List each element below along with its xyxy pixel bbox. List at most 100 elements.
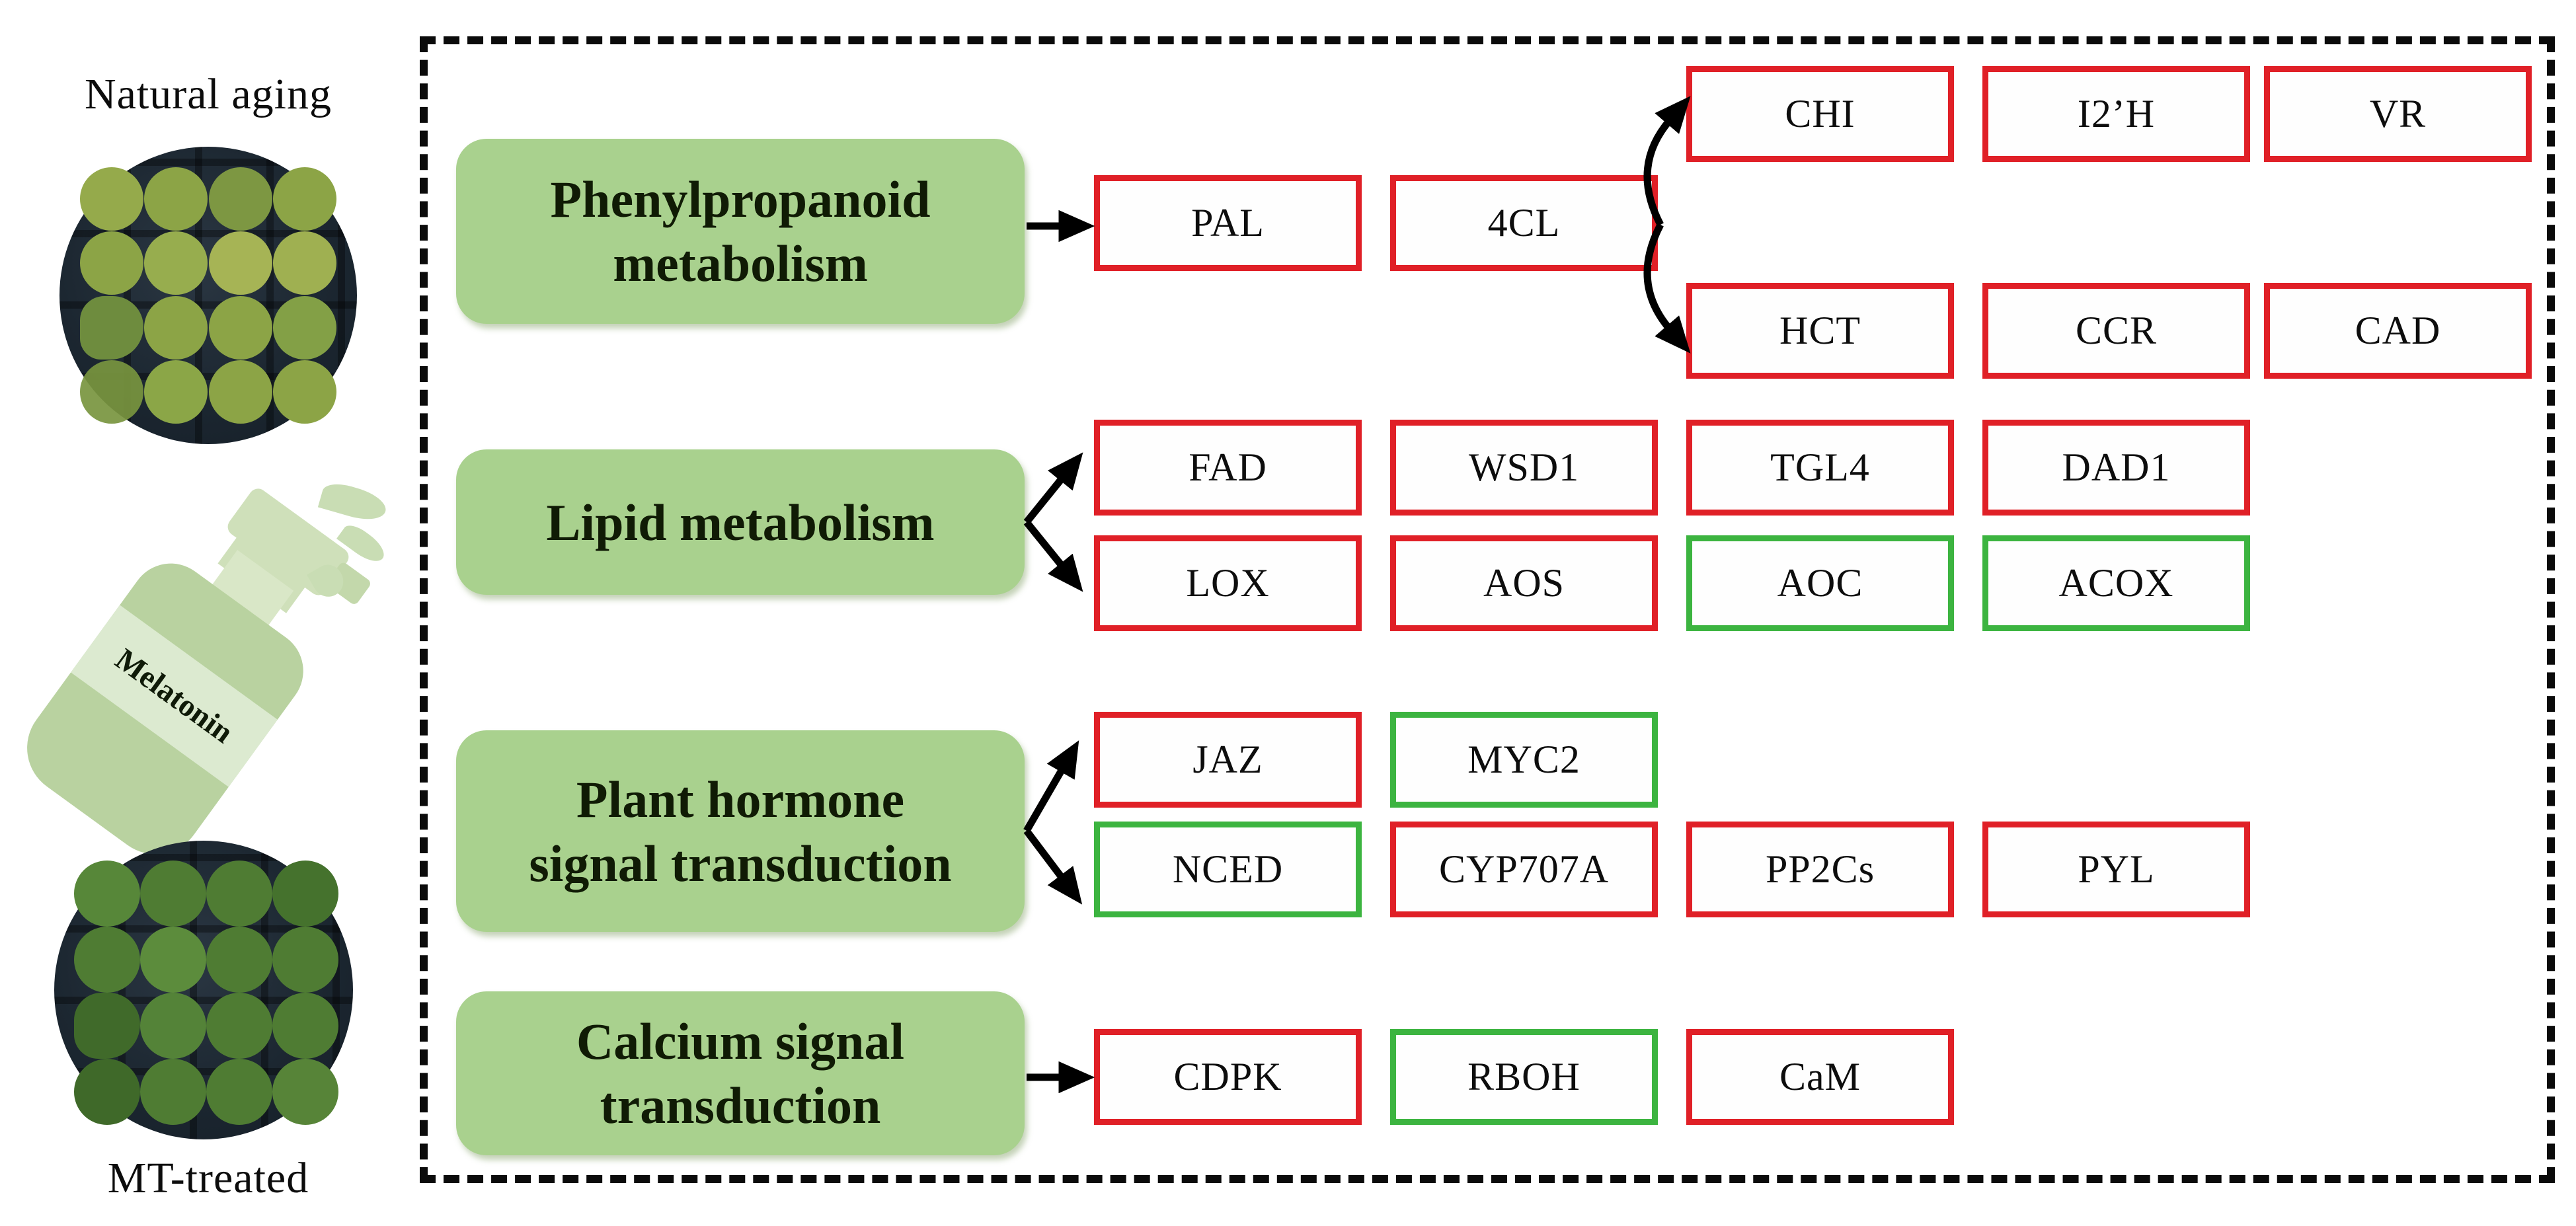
gene-box-4cl: 4CL [1390, 175, 1658, 271]
gene-label: VR [2369, 92, 2427, 135]
seed-disc [144, 360, 208, 424]
gene-label: DAD1 [2062, 445, 2171, 489]
seed-disc [206, 927, 272, 993]
gene-label: JAZ [1192, 738, 1263, 781]
gene-box-rboh: RBOH [1390, 1029, 1658, 1125]
gene-label: NCED [1172, 847, 1284, 891]
gene-label: WSD1 [1468, 445, 1580, 489]
gene-box-cad: CAD [2264, 283, 2532, 379]
gene-box-jaz: JAZ [1094, 712, 1362, 808]
seed-disc [272, 927, 338, 993]
seed-disc [144, 231, 208, 295]
petri-dish-mt-treated [54, 841, 353, 1139]
category-title-line: Plant hormone [576, 770, 905, 828]
seed-disc [272, 861, 338, 927]
gene-label: CYP707A [1438, 847, 1610, 891]
seed-disc [140, 861, 206, 927]
gene-box-aoc: AOC [1686, 535, 1954, 631]
gene-box-dad1: DAD1 [1982, 420, 2250, 516]
dashed-frame [420, 36, 2555, 1183]
category-title-line: transduction [600, 1077, 881, 1134]
natural-aging-label: Natural aging [84, 70, 332, 118]
category-title-line: Lipid metabolism [546, 493, 935, 551]
seed-disc [74, 861, 140, 927]
seed-disc [272, 993, 338, 1059]
seed-disc [74, 1059, 140, 1125]
seed-disc [206, 1059, 272, 1125]
gene-box-pp2cs: PP2Cs [1686, 822, 1954, 917]
gene-label: I2’H [2077, 92, 2156, 135]
gene-box-myc2: MYC2 [1390, 712, 1658, 808]
seed-disc [273, 167, 337, 231]
category-title-line: signal transduction [529, 834, 952, 892]
gene-box-pyl: PYL [1982, 822, 2250, 917]
seed-disc [140, 927, 206, 993]
seed-disc [79, 360, 143, 424]
seed-disc [208, 167, 272, 231]
gene-label: CAD [2355, 309, 2441, 352]
seed-disc [79, 167, 143, 231]
seed-disc [140, 993, 206, 1059]
seed-disc [74, 993, 140, 1059]
gene-label: PYL [2078, 847, 2155, 891]
gene-box-aos: AOS [1390, 535, 1658, 631]
gene-label: CHI [1785, 92, 1855, 135]
seed-disc [208, 295, 272, 360]
gene-label: AOC [1777, 561, 1863, 605]
seed-disc [144, 295, 208, 360]
seed-disc [144, 167, 208, 231]
gene-label: CDPK [1173, 1055, 1282, 1098]
gene-label: 4CL [1487, 201, 1561, 245]
seed-disc [273, 360, 337, 424]
gene-box-cyp707a: CYP707A [1390, 822, 1658, 917]
melatonin-spray-bottle-icon: Melatonin [8, 456, 403, 873]
gene-label: PAL [1191, 201, 1265, 245]
category-title-line: Phenylpropanoid [550, 171, 931, 228]
gene-label: LOX [1186, 561, 1270, 605]
seed-disc [272, 1059, 338, 1125]
gene-label: AOS [1483, 561, 1565, 605]
gene-box-hct: HCT [1686, 283, 1954, 379]
category-title-line: metabolism [613, 235, 868, 292]
category-phenylpropanoid-metabolism: Phenylpropanoid metabolism [456, 139, 1025, 324]
category-calcium-signal-transduction: Calcium signal transduction [456, 991, 1025, 1155]
seed-disc [140, 1059, 206, 1125]
category-plant-hormone-signal-transduction: Plant hormone signal transduction [456, 730, 1025, 932]
gene-box-cdpk: CDPK [1094, 1029, 1362, 1125]
category-title-line: Calcium signal [576, 1013, 905, 1070]
seed-disc [79, 295, 143, 360]
gene-label: FAD [1189, 445, 1267, 489]
gene-box-chi: CHI [1686, 66, 1954, 162]
gene-box-i2h: I2’H [1982, 66, 2250, 162]
mt-treated-label: MT-treated [107, 1154, 309, 1202]
gene-box-fad: FAD [1094, 420, 1362, 516]
gene-box-cam: CaM [1686, 1029, 1954, 1125]
gene-label: ACOX [2058, 561, 2174, 605]
gene-label: CaM [1779, 1055, 1861, 1098]
seed-disc [206, 993, 272, 1059]
seed-disc [208, 231, 272, 295]
gene-box-wsd1: WSD1 [1390, 420, 1658, 516]
gene-box-vr: VR [2264, 66, 2532, 162]
gene-box-nced: NCED [1094, 822, 1362, 917]
gene-box-tgl4: TGL4 [1686, 420, 1954, 516]
gene-box-pal: PAL [1094, 175, 1362, 271]
gene-label: TGL4 [1770, 445, 1870, 489]
seed-disc [273, 295, 337, 360]
seed-disc [206, 861, 272, 927]
seed-disc [208, 360, 272, 424]
seed-disc [273, 231, 337, 295]
gene-label: CCR [2075, 309, 2158, 352]
seed-disc [79, 231, 143, 295]
category-lipid-metabolism: Lipid metabolism [456, 449, 1025, 595]
seed-disc [74, 927, 140, 993]
gene-label: RBOH [1467, 1055, 1581, 1098]
petri-dish-natural-aging [59, 147, 357, 444]
gene-label: PP2Cs [1765, 847, 1875, 891]
spray-bottle-body-group: Melatonin [0, 448, 398, 888]
gene-label: HCT [1779, 309, 1861, 352]
gene-box-lox: LOX [1094, 535, 1362, 631]
spray-droplet-icon [317, 479, 390, 525]
gene-box-ccr: CCR [1982, 283, 2250, 379]
